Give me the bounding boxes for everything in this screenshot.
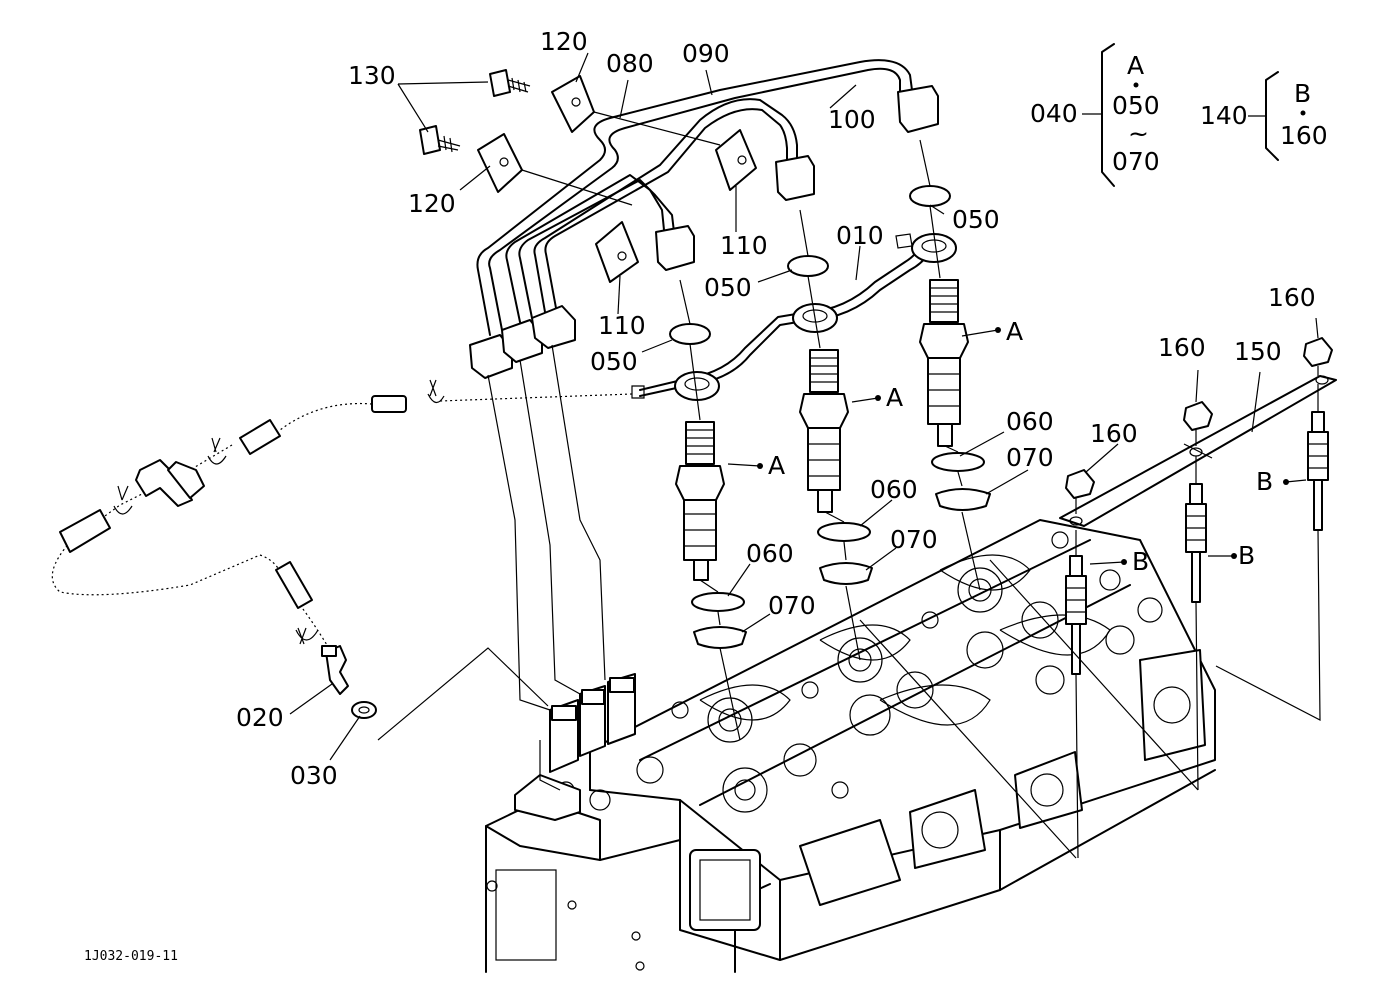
label-100: 100 bbox=[828, 105, 876, 134]
callout-labels: 120 130 120 080 090 100 110 110 010 050 … bbox=[236, 27, 1316, 790]
label-b-right: B bbox=[1256, 467, 1273, 496]
legend-a-ref: 040 bbox=[1030, 99, 1078, 128]
legend-a-to: 070 bbox=[1112, 147, 1160, 176]
label-a-mid: A bbox=[886, 383, 903, 412]
label-b-left: B bbox=[1132, 547, 1149, 576]
label-030: 030 bbox=[290, 761, 338, 790]
label-b-mid: B bbox=[1238, 541, 1255, 570]
label-020: 020 bbox=[236, 703, 284, 732]
label-070-right: 070 bbox=[1006, 443, 1054, 472]
drawing-code: 1J032-019-11 bbox=[84, 949, 178, 964]
leader-lines bbox=[289, 52, 1319, 761]
injector-nozzles bbox=[669, 139, 991, 741]
label-090: 090 bbox=[682, 39, 730, 68]
label-060-mid: 060 bbox=[870, 475, 918, 504]
label-160-left: 160 bbox=[1090, 419, 1138, 448]
label-a-left: A bbox=[768, 451, 785, 480]
legend-a-from: 050 bbox=[1112, 91, 1160, 120]
label-160-right: 160 bbox=[1268, 283, 1316, 312]
glow-plugs bbox=[859, 337, 1337, 859]
label-060-left: 060 bbox=[746, 539, 794, 568]
label-050-left: 050 bbox=[590, 347, 638, 376]
label-060-right: 060 bbox=[1006, 407, 1054, 436]
label-120-bottom: 120 bbox=[408, 189, 456, 218]
legend-brackets bbox=[1082, 43, 1306, 187]
label-110-left: 110 bbox=[598, 311, 646, 340]
label-120-top: 120 bbox=[540, 27, 588, 56]
label-160-mid: 160 bbox=[1158, 333, 1206, 362]
label-070-left: 070 bbox=[768, 591, 816, 620]
legend-b-to: 160 bbox=[1280, 121, 1328, 150]
label-a-right: A bbox=[1006, 317, 1023, 346]
label-130: 130 bbox=[348, 61, 396, 90]
legend-b-ref: 140 bbox=[1200, 101, 1248, 130]
injection-pipes bbox=[469, 59, 939, 711]
label-010: 010 bbox=[836, 221, 884, 250]
legend-a-sym: ~ bbox=[1128, 119, 1149, 148]
legend-b-key: B bbox=[1294, 79, 1311, 108]
label-110-right: 110 bbox=[720, 231, 768, 260]
legend-a-key: A bbox=[1127, 51, 1144, 80]
bleed-screw bbox=[321, 645, 549, 741]
label-050-mid: 050 bbox=[704, 273, 752, 302]
return-hose-dashed bbox=[51, 379, 633, 651]
label-080: 080 bbox=[606, 49, 654, 78]
legend: 040 A 050 ~ 070 140 B 160 bbox=[1030, 51, 1328, 176]
label-150: 150 bbox=[1234, 337, 1282, 366]
clamp-bolts bbox=[397, 69, 531, 155]
label-070-mid: 070 bbox=[890, 525, 938, 554]
pipe-clamps bbox=[477, 75, 757, 283]
pump-delivery-valves bbox=[514, 673, 636, 821]
label-050-top: 050 bbox=[952, 205, 1000, 234]
